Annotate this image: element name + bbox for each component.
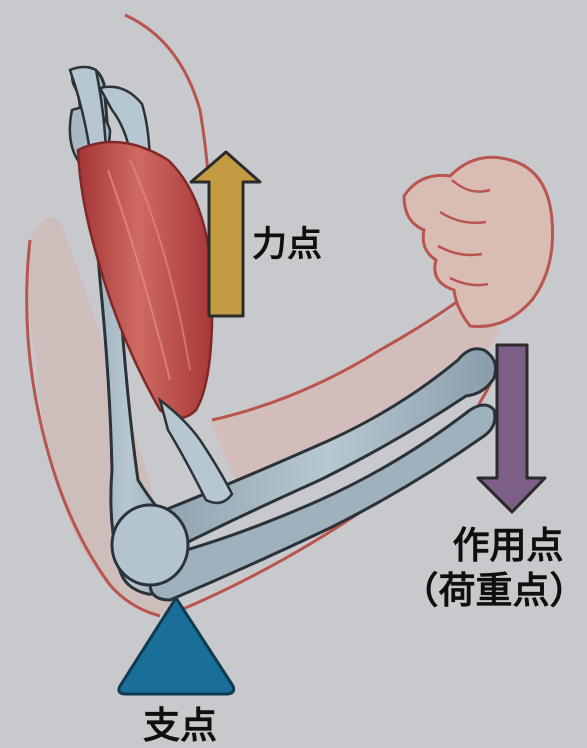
fulcrum-label: 支点 xyxy=(143,704,217,747)
fist xyxy=(404,157,553,326)
load-label-line2: （荷重点） xyxy=(402,569,587,612)
load-label-line1: 作用点 xyxy=(453,524,564,567)
fist-shape xyxy=(404,157,553,326)
triangle-fulcrum-icon xyxy=(119,598,234,694)
elbow-joint xyxy=(112,505,188,585)
effort-label: 力点 xyxy=(252,225,322,265)
fulcrum xyxy=(119,598,234,694)
biceps-lower-tendon xyxy=(160,400,232,503)
